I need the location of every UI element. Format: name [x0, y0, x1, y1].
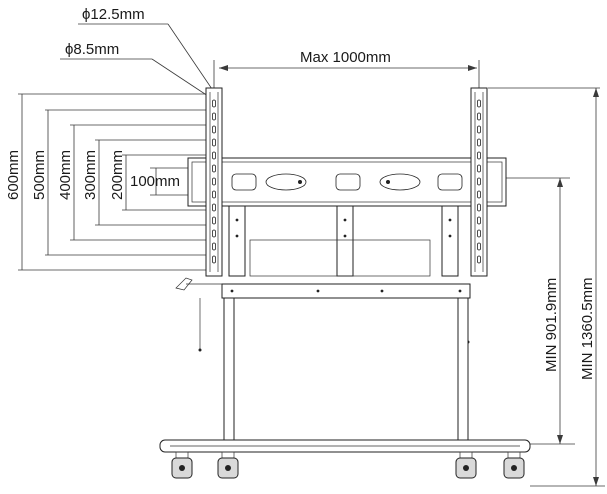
caster-wheel [455, 451, 477, 479]
max-width-arrow-left [219, 65, 228, 71]
arm-mount-hole [212, 138, 216, 147]
vesa-100-label: 100mm [130, 173, 180, 190]
min-total-height-label: MIN 1360.5mm [579, 277, 596, 380]
cable-lever [175, 277, 193, 291]
arm-mount-hole [477, 190, 481, 199]
vesa-600-label: 600mm [5, 150, 22, 200]
vesa-300-label: 300mm [82, 150, 99, 200]
arm-mount-hole [212, 229, 216, 238]
arm-mount-hole [477, 216, 481, 225]
caster-wheel [217, 451, 239, 479]
arm-mount-hole [212, 255, 216, 264]
arm-mount-hole [477, 229, 481, 238]
crossbar [186, 283, 471, 299]
arm-mount-hole [477, 99, 481, 108]
arm-mount-hole [477, 164, 481, 173]
arm-mount-hole [212, 112, 216, 121]
right-height-dimensions: MIN 901.9mm MIN 1360.5mm [488, 87, 605, 487]
arm-mount-hole [477, 112, 481, 121]
arm-mount-hole [477, 125, 481, 134]
main-post-left [223, 297, 235, 445]
arm-mount-hole [212, 216, 216, 225]
arm-mount-hole [212, 203, 216, 212]
vesa-400-label: 400mm [57, 150, 74, 200]
hole-small-label: ϕ8.5mm [65, 41, 119, 58]
arm-mount-hole [477, 242, 481, 251]
arm-mount-hole [212, 177, 216, 186]
hole-large-label: ϕ12.5mm [82, 6, 145, 23]
slot-cutout [335, 173, 361, 191]
column-left [228, 205, 246, 277]
max-width-arrow-right [468, 65, 477, 71]
arm-mount-hole [212, 151, 216, 160]
arm-mount-hole [477, 151, 481, 160]
hole-diameter-callouts: ϕ12.5mm ϕ8.5mm [60, 6, 215, 97]
tv-stand [159, 87, 531, 479]
arm-mount-hole [477, 203, 481, 212]
max-width-label: Max 1000mm [300, 49, 391, 66]
column-right [441, 205, 459, 277]
arm-mount-hole [477, 177, 481, 186]
arm-mount-hole [212, 190, 216, 199]
arm-mount-hole [477, 255, 481, 264]
hole-large-leader-diag [167, 23, 215, 93]
arm-mount-hole [212, 242, 216, 251]
caster-wheel [171, 451, 193, 479]
arm-mount-hole [212, 125, 216, 134]
horizontal-mount-plate [187, 157, 507, 207]
slot-cutout [265, 173, 307, 191]
lift-motor-box [249, 239, 431, 277]
arm-mount-hole [212, 164, 216, 173]
slot-cutout [379, 173, 421, 191]
arm-mount-hole [212, 99, 216, 108]
main-post-right [457, 297, 469, 445]
base [159, 439, 531, 453]
slot-cutout [437, 173, 463, 191]
vesa-500-label: 500mm [31, 150, 48, 200]
hole-small-leader-diag [151, 58, 209, 97]
caster-wheel [503, 451, 525, 479]
vesa-200-label: 200mm [109, 150, 126, 200]
arm-mount-hole [477, 138, 481, 147]
slot-cutout [231, 173, 257, 191]
max-width-dimension: Max 1000mm [213, 49, 480, 88]
column-center [336, 205, 354, 277]
vesa-height-dimensions: 600mm 500mm 400mm 300mm 200mm 100mm [5, 93, 206, 271]
min-bracket-height-label: MIN 901.9mm [543, 278, 560, 372]
